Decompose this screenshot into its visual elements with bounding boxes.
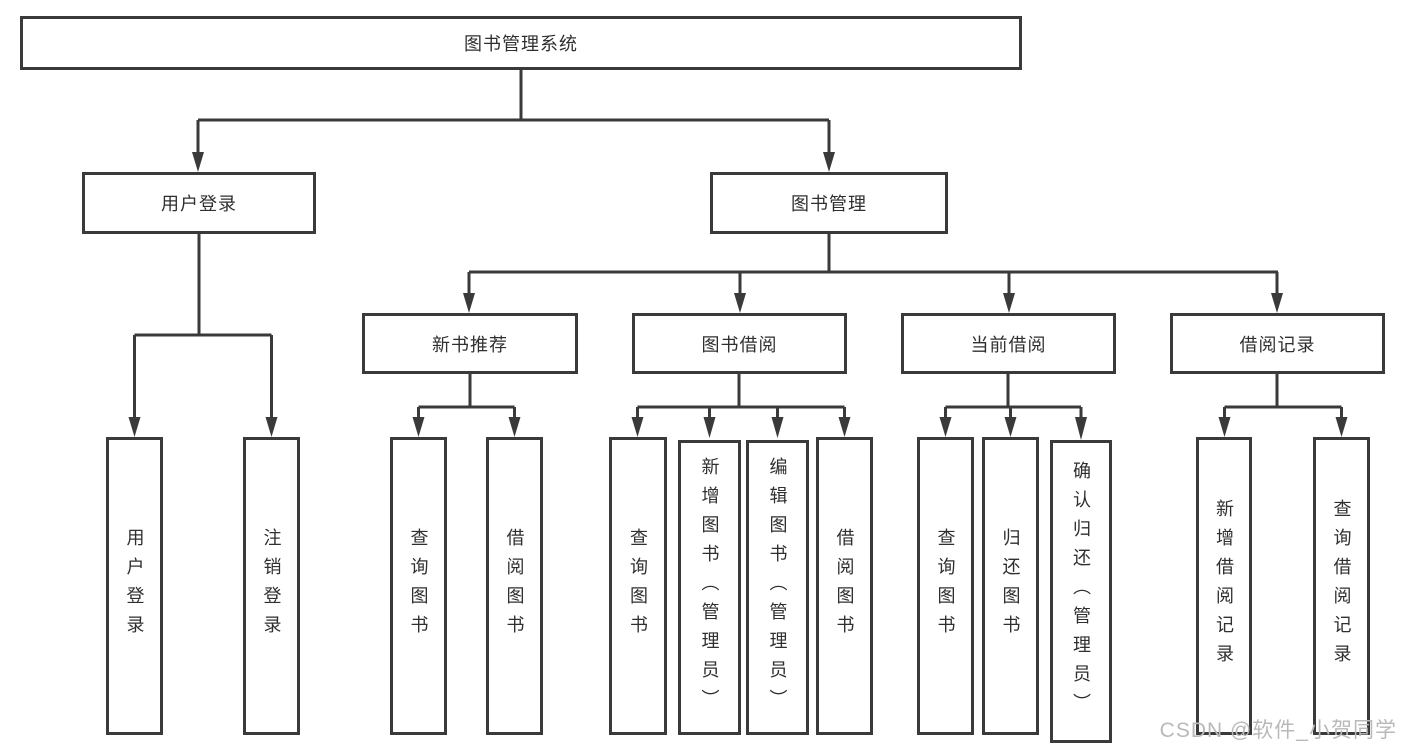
node-user-login: 用户登录 (82, 172, 316, 234)
arrow-down-icon (192, 152, 204, 172)
arrow-down-icon (412, 417, 425, 437)
branch-root (192, 68, 835, 172)
arrow-down-icon (734, 293, 746, 313)
leaf-br-add-record: 新增借阅记录 (1196, 437, 1252, 735)
leaf-cb-query-books-label: 查询图书 (935, 528, 956, 644)
leaf-nb-query-books-label: 查询图书 (408, 528, 429, 644)
leaf-user-login-label: 用户登录 (124, 528, 145, 644)
branch-new-book (412, 373, 521, 437)
node-new-book-rec-label: 新书推荐 (432, 334, 508, 355)
leaf-bb-borrow-books-label: 借阅图书 (834, 528, 855, 644)
arrow-down-icon (1075, 417, 1087, 440)
leaf-cb-confirm-return-label: 确认归还（管理员） (1071, 461, 1091, 722)
arrow-down-icon (1003, 293, 1015, 313)
branch-user-login (128, 233, 278, 437)
arrow-down-icon (823, 152, 835, 172)
node-borrow-records-label: 借阅记录 (1239, 334, 1316, 355)
arrow-down-icon (508, 417, 521, 437)
node-book-borrow: 图书借阅 (632, 313, 847, 374)
arrow-down-icon (1335, 417, 1348, 437)
leaf-user-login: 用户登录 (106, 437, 163, 735)
node-borrow-records: 借阅记录 (1170, 313, 1385, 374)
arrow-down-icon (939, 417, 952, 437)
branch-current-borrow (939, 373, 1087, 440)
arrow-down-icon (1004, 417, 1017, 437)
leaf-br-add-record-label: 新增借阅记录 (1214, 499, 1234, 673)
arrow-down-icon (265, 417, 278, 437)
leaf-bb-edit-books: 编辑图书（管理员） (746, 440, 809, 735)
csdn-watermark: CSDN @软件_小贺同学 (1159, 719, 1397, 742)
node-book-borrow-label: 图书借阅 (701, 334, 778, 355)
leaf-cb-return-books: 归还图书 (982, 437, 1039, 735)
leaf-logout-label: 注销登录 (261, 528, 282, 644)
leaf-nb-borrow-books-label: 借阅图书 (504, 528, 525, 644)
leaf-br-query-record-label: 查询借阅记录 (1331, 499, 1352, 673)
leaf-bb-query-books-label: 查询图书 (628, 528, 648, 644)
arrow-down-icon (128, 417, 141, 437)
leaf-cb-query-books: 查询图书 (917, 437, 974, 735)
arrow-down-icon (838, 417, 851, 437)
leaf-bb-add-books: 新增图书（管理员） (678, 440, 741, 735)
arrow-down-icon (463, 293, 475, 313)
arrow-down-icon (631, 417, 644, 437)
arrow-down-icon (703, 417, 716, 438)
leaf-cb-confirm-return: 确认归还（管理员） (1050, 440, 1112, 743)
leaf-bb-edit-books-label: 编辑图书（管理员） (767, 457, 788, 718)
leaf-logout: 注销登录 (243, 437, 300, 735)
leaf-br-query-record: 查询借阅记录 (1313, 437, 1370, 735)
leaf-nb-borrow-books: 借阅图书 (486, 437, 543, 735)
branch-book-mgmt (463, 233, 1283, 313)
node-book-mgmt-label: 图书管理 (791, 194, 867, 214)
node-root: 图书管理系统 (20, 16, 1022, 70)
leaf-bb-query-books: 查询图书 (609, 437, 667, 735)
leaf-bb-add-books-label: 新增图书（管理员） (699, 457, 720, 718)
branch-book-borrow (631, 373, 851, 438)
branch-borrow-records (1218, 373, 1348, 437)
leaf-cb-return-books-label: 归还图书 (1000, 528, 1021, 644)
leaf-nb-query-books: 查询图书 (390, 437, 447, 735)
node-current-borrow-label: 当前借阅 (970, 334, 1047, 355)
leaf-bb-borrow-books: 借阅图书 (816, 437, 873, 735)
node-root-label: 图书管理系统 (464, 34, 578, 54)
node-new-book-rec: 新书推荐 (362, 313, 578, 374)
arrow-down-icon (771, 417, 784, 438)
node-book-mgmt: 图书管理 (710, 172, 948, 234)
arrow-down-icon (1271, 293, 1283, 313)
node-user-login-label: 用户登录 (161, 194, 237, 214)
arrow-down-icon (1218, 417, 1231, 437)
node-current-borrow: 当前借阅 (901, 313, 1116, 374)
